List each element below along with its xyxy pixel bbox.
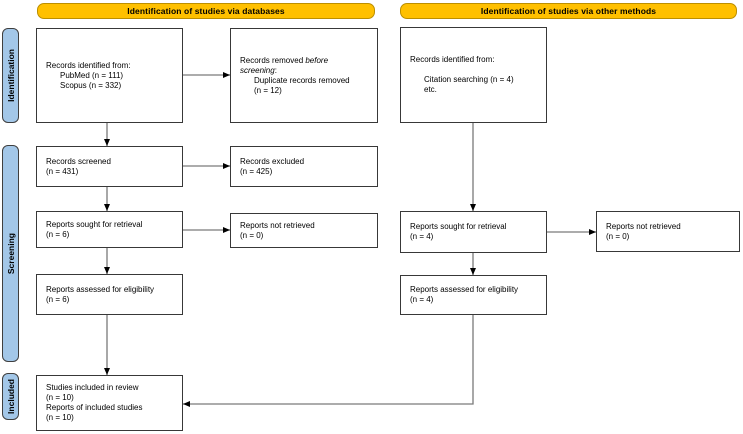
box-text-line: Reports of included studies (46, 403, 143, 412)
box-records-identified-other: Records identified from: Citation search… (400, 27, 547, 123)
box-text-line: screening: (240, 66, 374, 76)
box-text-line: (n = 4) (410, 232, 434, 241)
box-records-excluded: Records excluded (n = 425) (230, 146, 378, 187)
box-text-line: Scopus (n = 332) (60, 80, 122, 90)
box-text-line: Reports not retrieved (606, 221, 681, 231)
box-text-segment: Records removed (240, 55, 306, 65)
stage-label-identification-text: Identification (5, 49, 16, 102)
box-text-line: Records identified from: (410, 55, 495, 64)
box-text-line: (n = 4) (410, 295, 434, 304)
box-text-line: Records screened (46, 156, 111, 166)
box-text-line: (n = 10) (46, 393, 74, 402)
box-reports-assessed-other: Reports assessed for eligibility (n = 4) (400, 275, 547, 315)
box-text-line: (n = 425) (240, 166, 273, 176)
box-text-line: Reports sought for retrieval (410, 222, 507, 231)
box-text-line: Records identified from: (46, 60, 131, 70)
box-text-line: Records excluded (240, 156, 305, 166)
box-studies-included: Studies included in review (n = 10) Repo… (36, 375, 183, 431)
box-reports-sought-databases: Reports sought for retrieval (n = 6) (36, 211, 183, 248)
stage-label-included-text: Included (5, 379, 16, 414)
stage-label-screening: Screening (2, 145, 19, 362)
stage-label-included: Included (2, 373, 19, 420)
box-text-line: (n = 6) (46, 229, 70, 239)
box-records-screened: Records screened (n = 431) (36, 146, 183, 187)
box-text-line: (n = 12) (254, 85, 282, 95)
box-text-segment-italic: before (305, 55, 329, 65)
box-text-spacer (410, 65, 543, 75)
box-text-segment-italic: screening (240, 65, 275, 75)
box-text-line: Records removed before (240, 56, 374, 66)
box-text-line: Reports sought for retrieval (46, 219, 143, 229)
header-other-methods: Identification of studies via other meth… (400, 3, 737, 19)
box-text-line: (n = 431) (46, 166, 79, 176)
box-text-line: Reports assessed for eligibility (46, 284, 155, 294)
box-records-identified-databases: Records identified from: PubMed (n = 111… (36, 28, 183, 123)
box-text-line: (n = 10) (46, 413, 74, 422)
box-text-line: Reports assessed for eligibility (410, 285, 519, 294)
box-text-line: (n = 0) (240, 230, 264, 240)
box-text-line: Reports not retrieved (240, 220, 315, 230)
box-text-line: etc. (424, 85, 437, 94)
box-text-segment: : (274, 65, 277, 75)
box-text-line: (n = 0) (606, 231, 630, 241)
box-text-line: (n = 6) (46, 294, 70, 304)
box-text-line: Citation searching (n = 4) (424, 75, 514, 84)
box-text-line: Duplicate records removed (254, 75, 350, 85)
stage-label-screening-text: Screening (5, 232, 16, 275)
stage-label-identification: Identification (2, 28, 19, 123)
box-reports-sought-other: Reports sought for retrieval (n = 4) (400, 211, 547, 253)
box-reports-not-retrieved-databases: Reports not retrieved (n = 0) (230, 213, 378, 248)
box-reports-assessed-databases: Reports assessed for eligibility (n = 6) (36, 274, 183, 315)
box-records-removed: Records removed before screening: Duplic… (230, 28, 378, 123)
header-databases: Identification of studies via databases (37, 3, 375, 19)
box-text-line: Studies included in review (46, 383, 139, 392)
box-reports-not-retrieved-other: Reports not retrieved (n = 0) (596, 211, 740, 252)
box-text-line: PubMed (n = 111) (60, 70, 124, 80)
arrow-other-assessed-to-included (183, 315, 474, 407)
